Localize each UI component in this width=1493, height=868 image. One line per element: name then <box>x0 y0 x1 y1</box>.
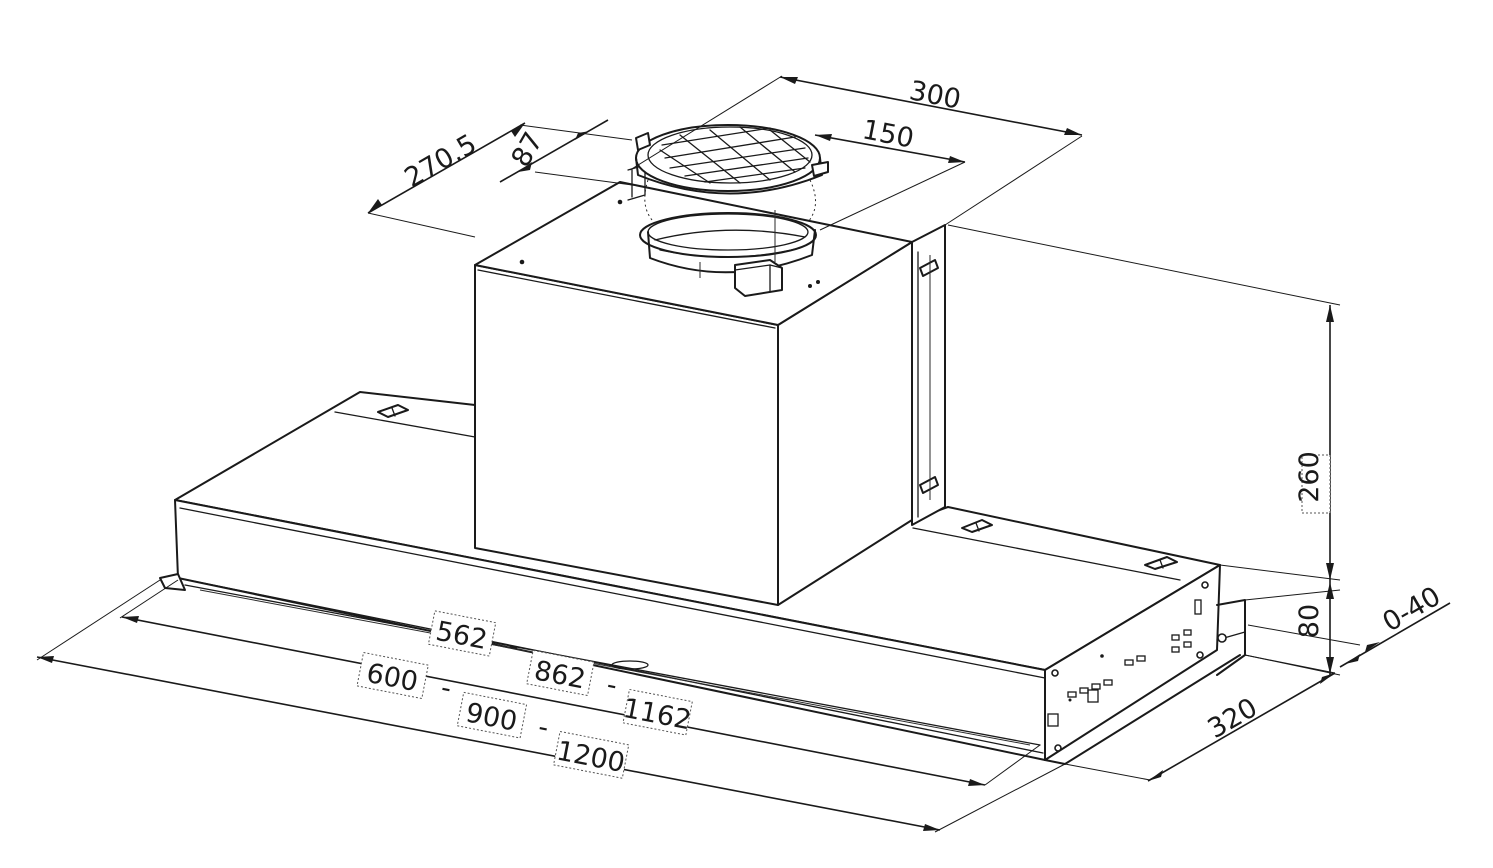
inner-width-sep2: - <box>604 669 619 701</box>
inner-width-c: 1162 <box>620 693 693 737</box>
dimension-260: 260 <box>947 224 1341 581</box>
non-return-flap-icon <box>639 179 817 297</box>
dimension-150: 150 <box>814 114 966 231</box>
dimension-label-320: 320 <box>1203 692 1263 745</box>
dimension-label-150: 150 <box>860 114 917 154</box>
dimension-label-0-40: 0-40 <box>1377 581 1446 638</box>
dimension-87: 87 <box>499 119 641 187</box>
dimension-label-87: 87 <box>506 127 550 172</box>
outer-width-sep2: - <box>536 712 551 744</box>
dimension-label-80: 80 <box>1294 604 1325 638</box>
dimension-label-260: 260 <box>1294 451 1325 503</box>
control-panel-icon <box>1047 581 1209 752</box>
dimension-80: 80 <box>1244 580 1341 676</box>
dimension-0-40: 0-40 <box>1247 581 1451 668</box>
dimension-label-270-5: 270.5 <box>400 129 482 194</box>
outer-width-sep1: - <box>438 672 453 704</box>
outlet-grille-icon <box>635 124 829 195</box>
top-clips <box>377 404 1178 570</box>
dimension-label-300: 300 <box>907 75 964 115</box>
